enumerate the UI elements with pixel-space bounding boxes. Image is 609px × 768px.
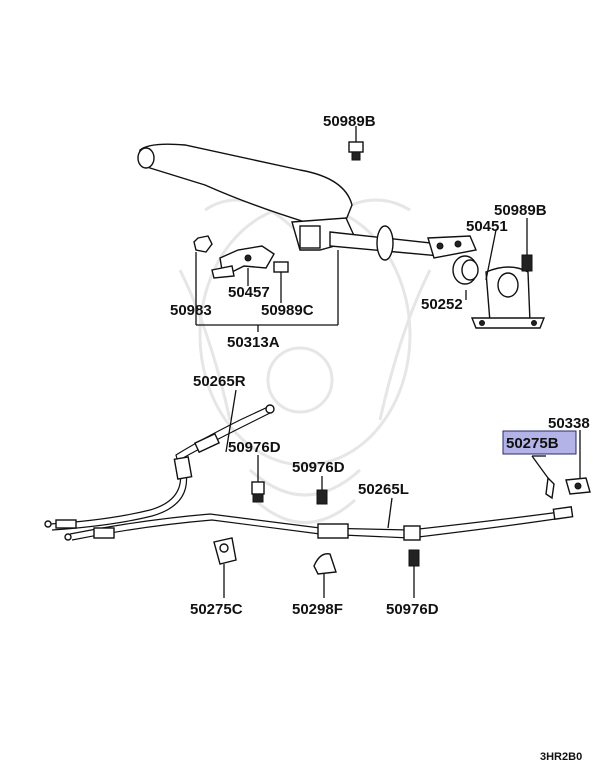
- bolt-50976D-right-mid[interactable]: [316, 489, 328, 505]
- label-50313A[interactable]: 50313A: [227, 334, 280, 351]
- bolt-50976D-center[interactable]: [251, 481, 265, 503]
- parking-brake-lever[interactable]: [137, 143, 477, 261]
- nut-50983[interactable]: [193, 235, 213, 253]
- clamp-50338[interactable]: [565, 477, 591, 495]
- bolt-50989B-right[interactable]: [521, 240, 533, 272]
- label-50989B-right[interactable]: 50989B: [494, 202, 547, 219]
- clip-50298F[interactable]: [313, 553, 337, 575]
- label-50265L[interactable]: 50265L: [358, 481, 409, 498]
- label-50976D-center[interactable]: 50976D: [228, 439, 281, 456]
- diagram-code: 3HR2B0: [540, 751, 582, 763]
- switch-bracket-50457[interactable]: [211, 245, 275, 279]
- bracket-50451[interactable]: [470, 266, 546, 329]
- label-50275B[interactable]: 50275B: [506, 435, 559, 452]
- label-50252[interactable]: 50252: [421, 296, 463, 313]
- label-50265R[interactable]: 50265R: [193, 373, 246, 390]
- cable-50265R[interactable]: [44, 404, 275, 531]
- leader-lines-upper: [195, 126, 528, 332]
- label-50275C[interactable]: 50275C: [190, 601, 243, 618]
- label-50989C[interactable]: 50989C: [261, 302, 314, 319]
- label-50457[interactable]: 50457: [228, 284, 270, 301]
- label-50976D-mid[interactable]: 50976D: [292, 459, 345, 476]
- leader-lines-lower: [223, 389, 581, 598]
- label-50983[interactable]: 50983: [170, 302, 212, 319]
- bushing-50252[interactable]: [452, 255, 479, 285]
- cable-50265L[interactable]: [64, 506, 574, 541]
- label-50298F[interactable]: 50298F: [292, 601, 343, 618]
- bolt-50976D-bottom[interactable]: [408, 549, 420, 567]
- bolt-50989C[interactable]: [273, 261, 289, 282]
- clip-50275C[interactable]: [213, 537, 237, 565]
- label-50338[interactable]: 50338: [548, 415, 590, 432]
- label-50976D-bottom[interactable]: 50976D: [386, 601, 439, 618]
- clip-50275B[interactable]: [545, 476, 555, 500]
- label-50451[interactable]: 50451: [466, 218, 508, 235]
- label-50989B-top[interactable]: 50989B: [323, 113, 376, 130]
- bolt-50989B-top[interactable]: [348, 141, 364, 161]
- highlight-50275B: [502, 430, 577, 455]
